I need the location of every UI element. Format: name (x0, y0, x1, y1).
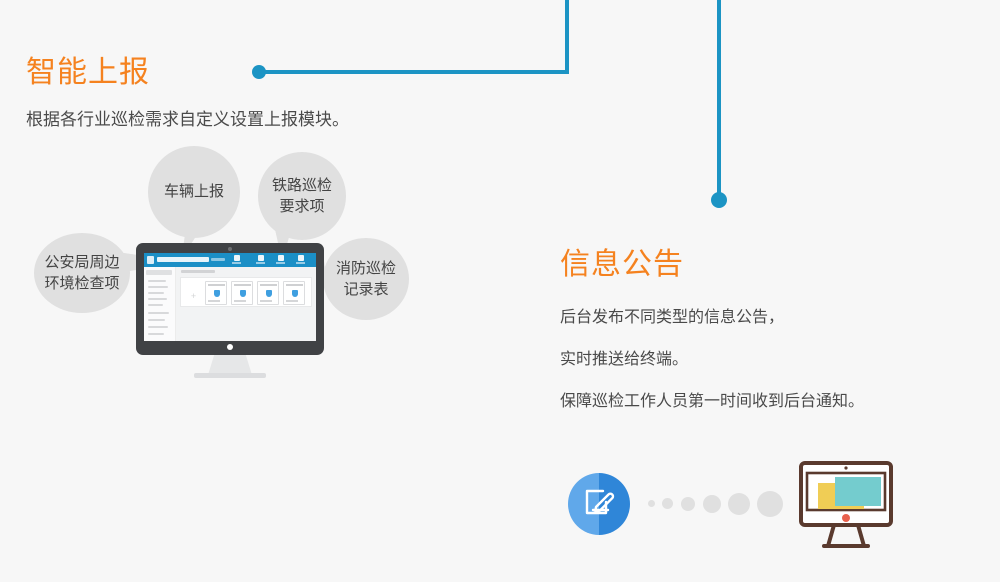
app-brand-sub (211, 258, 225, 261)
nav-icon-2 (256, 255, 265, 264)
dot (728, 493, 750, 515)
app-sidebar (144, 267, 176, 341)
left-section-title: 智能上报 (26, 56, 150, 89)
bubble-line: 车辆上报 (163, 183, 224, 201)
app-brand-text (157, 257, 209, 262)
breadcrumb (181, 270, 215, 273)
right-section-title: 信息公告 (560, 248, 684, 281)
app-logo-icon (147, 256, 154, 264)
sidebar-row (148, 333, 164, 335)
bubble-line: 消防巡检 (335, 259, 396, 277)
bubble-fire-inspection-record: 消防巡检 记录表 (289, 238, 409, 320)
sidebar-row (148, 280, 166, 282)
bubble-line: 要求项 (279, 198, 325, 215)
bubble-railway-inspection: 铁路巡检 要求项 (258, 152, 346, 262)
right-section-line: 实时推送给终端。 (560, 351, 689, 368)
monitor-bezel: + (136, 243, 324, 355)
dot (648, 500, 655, 507)
dot (703, 495, 721, 513)
report-card[interactable] (257, 281, 279, 305)
monitor-power-led (227, 344, 233, 350)
monitor-stand-neck (208, 355, 252, 375)
nav-icon-1 (232, 255, 241, 264)
bubble-line: 公安局周边 (44, 253, 120, 271)
sidebar-row (148, 312, 169, 314)
monitor-camera-icon (228, 247, 232, 251)
progress-dots (648, 487, 783, 521)
right-section-line: 保障巡检工作人员第一时间收到后台通知。 (560, 393, 865, 410)
left-section-subtitle: 根据各行业巡检需求自定义设置上报模块。 (26, 110, 349, 129)
connector-line-vertical-top (565, 0, 569, 74)
report-card[interactable] (205, 281, 227, 305)
bubble-line: 铁路巡检 (271, 176, 332, 194)
bubble-vehicle-report: 车辆上报 (148, 146, 240, 262)
dot (757, 491, 783, 517)
dot (681, 497, 695, 511)
app-header-bar (144, 253, 316, 267)
add-card-button[interactable]: + (190, 291, 197, 301)
bubble-line: 记录表 (343, 281, 389, 298)
dot (662, 498, 673, 509)
card-panel: + (180, 277, 312, 307)
connector-line-horizontal (258, 70, 569, 74)
sidebar-row (148, 319, 165, 321)
sidebar-row (148, 298, 167, 300)
desktop-monitor-icon (798, 460, 894, 560)
connector-dot-left (252, 65, 266, 79)
bubble-line: 环境检查项 (44, 275, 120, 292)
monitor-screen: + (144, 253, 316, 341)
connector-line-vertical-right (717, 0, 721, 200)
sidebar-header (146, 270, 172, 275)
nav-icon-4 (296, 255, 305, 264)
sidebar-row (148, 326, 168, 328)
sidebar-row (148, 292, 164, 294)
sidebar-row (148, 304, 163, 306)
connector-dot-right (711, 192, 727, 208)
monitor-stand-base (194, 373, 266, 378)
sidebar-row (148, 286, 168, 288)
bubble-police-environment: 公安局周边 环境检查项 (34, 233, 156, 313)
report-card[interactable] (283, 281, 305, 305)
nav-icon-3 (276, 255, 285, 264)
app-content-area: + (176, 267, 316, 341)
edit-document-icon (568, 473, 630, 535)
desktop-monitor-illustration: + (136, 243, 324, 378)
report-card[interactable] (231, 281, 253, 305)
right-section-line: 后台发布不同类型的信息公告， (560, 309, 785, 326)
